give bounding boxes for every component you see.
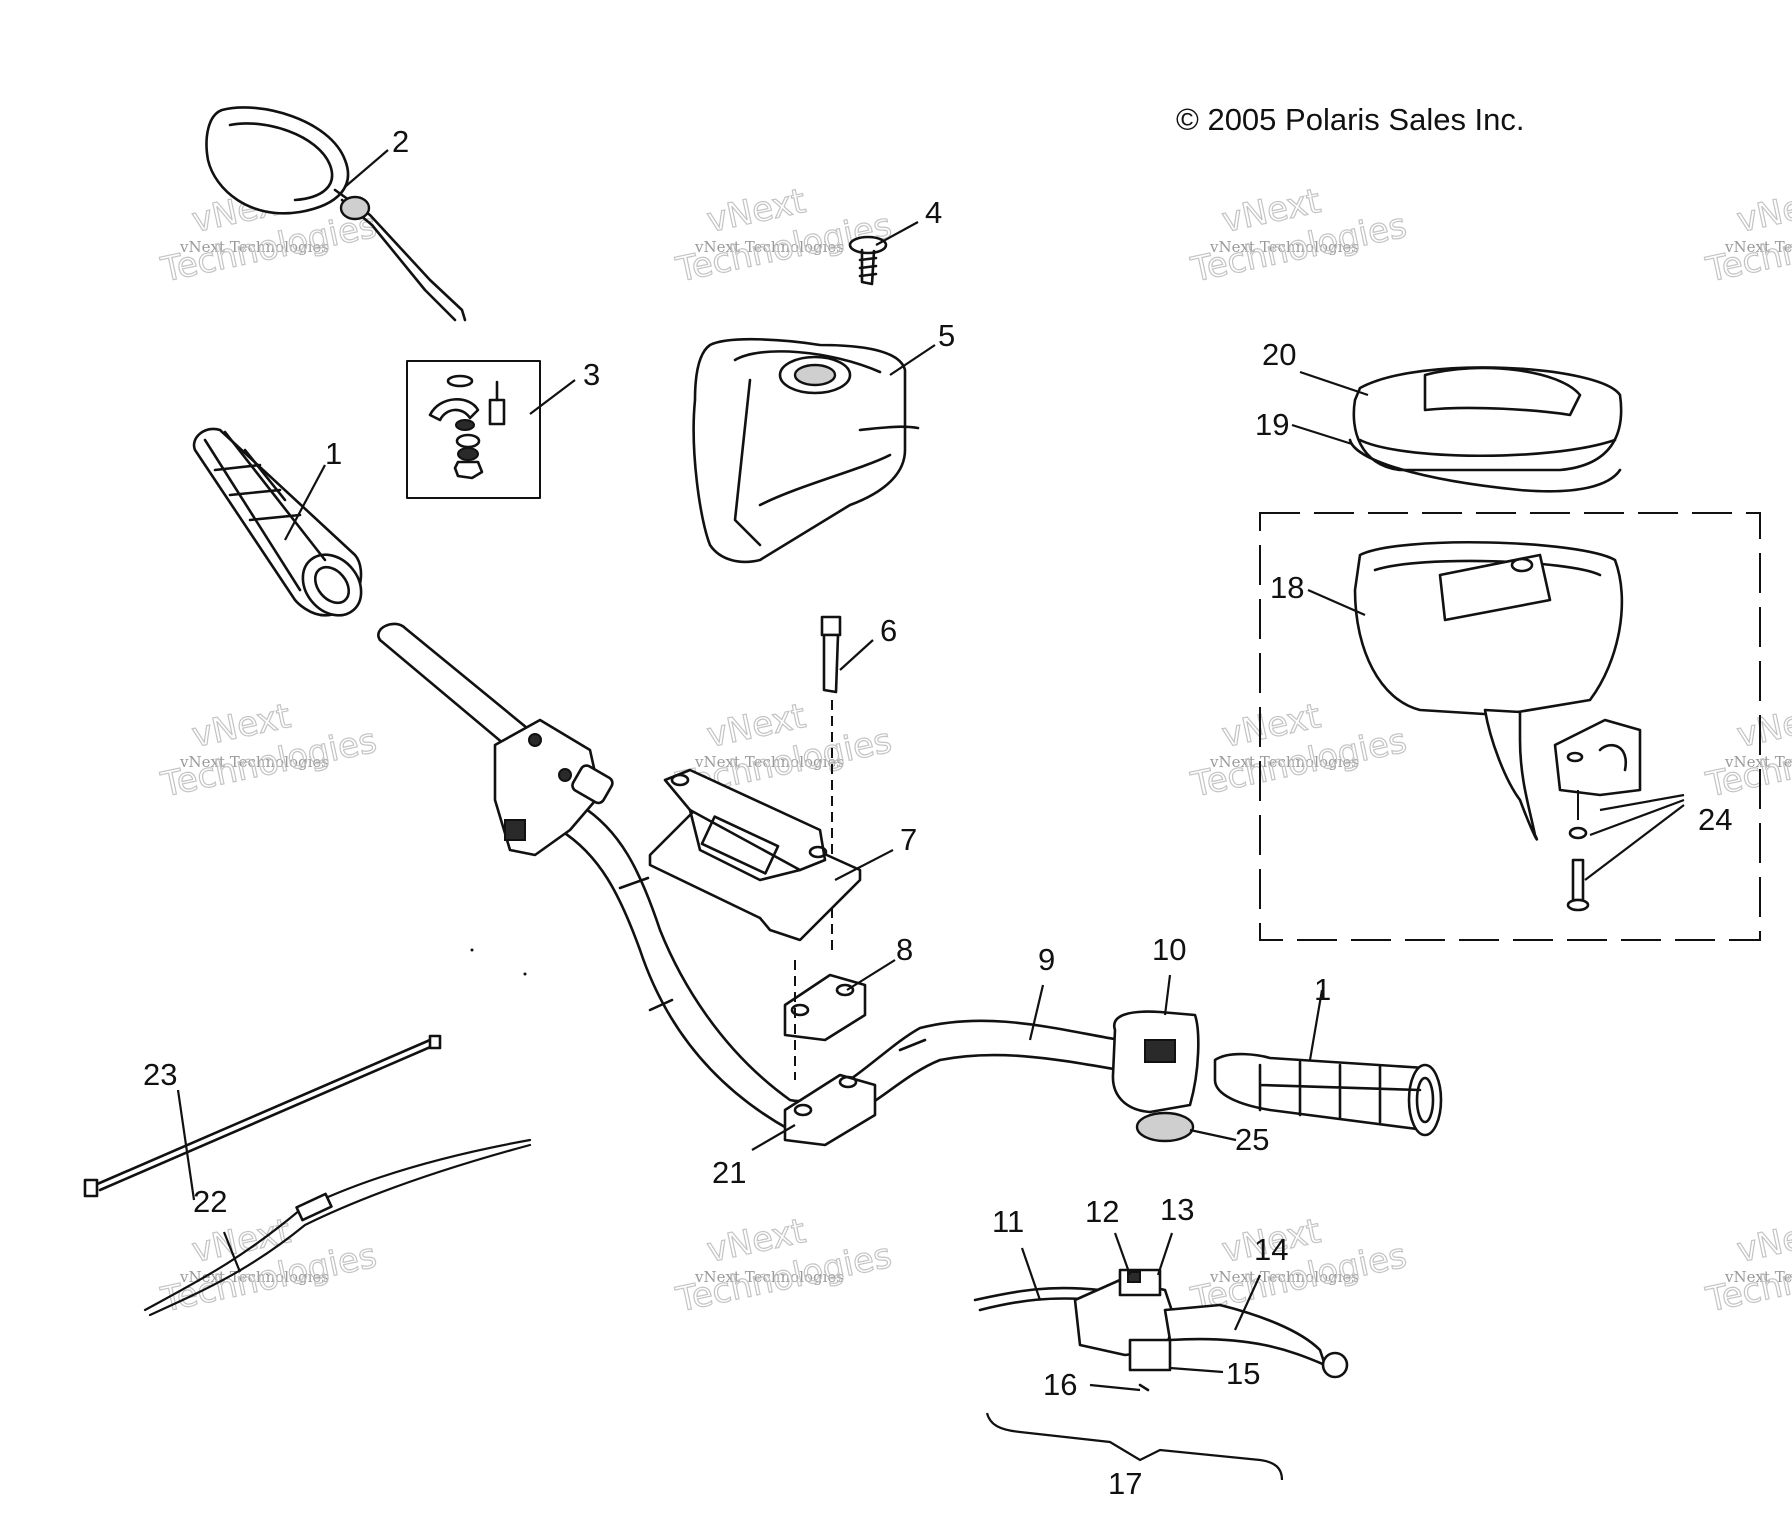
callout-25: 25 [1235,1122,1269,1157]
callout-10: 10 [1152,932,1186,967]
callout-13: 13 [1160,1192,1194,1227]
callout-6: 6 [880,613,897,648]
hardware-kit-part [406,360,541,499]
callout-17: 17 [1108,1466,1142,1501]
callout-19: 19 [1255,407,1289,442]
cable-part-23 [83,1034,442,1198]
watermark-small-text: vNext Technologies [694,238,844,256]
watermark-small-text: vNext Technologies [1209,1268,1359,1286]
watermark-small-text: vNext Technologies [1209,753,1359,771]
speck [523,972,527,976]
grip-right-part [1213,1052,1443,1137]
callout-12: 12 [1085,1194,1119,1229]
brace-17 [985,1412,1284,1481]
watermark-small-text: vNext Technologies [1724,1268,1792,1286]
callout-14: 14 [1254,1232,1288,1267]
screw-part-4 [848,235,888,286]
watermark-big-line1: vNext [1734,696,1792,756]
watermark-small-text: vNext Technologies [179,753,329,771]
grip-left-part [192,427,363,617]
callout-7: 7 [900,822,917,857]
callout-3: 3 [583,357,600,392]
clamp-upper-part [783,960,867,1080]
callout-22: 22 [193,1184,227,1219]
mirror-part [205,106,467,322]
callout-21: 21 [712,1155,746,1190]
callout-1-right: 1 [1314,972,1331,1007]
callout-23: 23 [143,1057,177,1092]
clamp-lower-part [783,1073,877,1147]
throttle-housing-part [1111,1010,1200,1143]
watermark-small-text: vNext Technologies [1209,238,1359,256]
leader-lines [176,149,1685,1392]
pod-cover-part [1352,366,1623,472]
watermark: vNext vNext Technologies Technologies [1187,1211,1411,1322]
watermark: vNext vNext Technologies Technologies [157,696,381,807]
headlight-pod-part [692,337,920,564]
watermark: vNext vNext Technologies Technologies [1187,696,1411,807]
watermark: vNext vNext Technologies Technologies [672,181,896,292]
watermark: vNext vNext Technologies Technologies [1702,696,1792,807]
watermark-small-text: vNext Technologies [694,753,844,771]
callout-8: 8 [896,932,913,967]
callout-2: 2 [392,124,409,159]
watermark-small-text: vNext Technologies [179,1268,329,1286]
callout-9: 9 [1038,942,1055,977]
watermark-small-text: vNext Technologies [1724,753,1792,771]
copyright-text: © 2005 Polaris Sales Inc. [1176,102,1525,137]
watermark: vNext vNext Technologies Technologies [1702,1211,1792,1322]
speck [470,948,474,952]
watermark-small-text: vNext Technologies [179,238,329,256]
watermark-big-line1: vNext [1734,1211,1792,1271]
callout-20: 20 [1262,337,1296,372]
watermark: vNext vNext Technologies Technologies [1187,181,1411,292]
watermark: vNext vNext Technologies Technologies [1702,181,1792,292]
callout-1-left: 1 [325,436,342,471]
gasket-part [1348,438,1622,493]
watermark-group: vNext vNext Technologies Technologies vN… [157,181,1792,1322]
callout-18: 18 [1270,570,1304,605]
left-control-housing-part [493,718,614,857]
pod-assembly-dashed-box [1259,512,1761,941]
watermark-small-text: vNext Technologies [694,1268,844,1286]
brake-lever-assembly-part [973,1268,1349,1392]
cable-part-22 [143,1138,532,1317]
callout-4: 4 [925,195,942,230]
callout-11: 11 [992,1204,1024,1239]
callout-labels: 2 3 1 4 5 6 7 8 9 10 1 25 21 23 22 11 12… [143,124,1732,1501]
bracket-plate-part [648,768,862,942]
watermark: vNext vNext Technologies Technologies [157,1211,381,1322]
watermark-big-line1: vNext [1734,181,1792,241]
pod-clamp-part [1553,718,1642,912]
callout-24: 24 [1698,802,1732,837]
watermark: vNext vNext Technologies Technologies [672,1211,896,1322]
watermark-small-text: vNext Technologies [1724,238,1792,256]
callout-15: 15 [1226,1356,1260,1391]
callout-16: 16 [1043,1367,1077,1402]
callout-5: 5 [938,318,955,353]
pod-housing-part [1353,541,1624,841]
